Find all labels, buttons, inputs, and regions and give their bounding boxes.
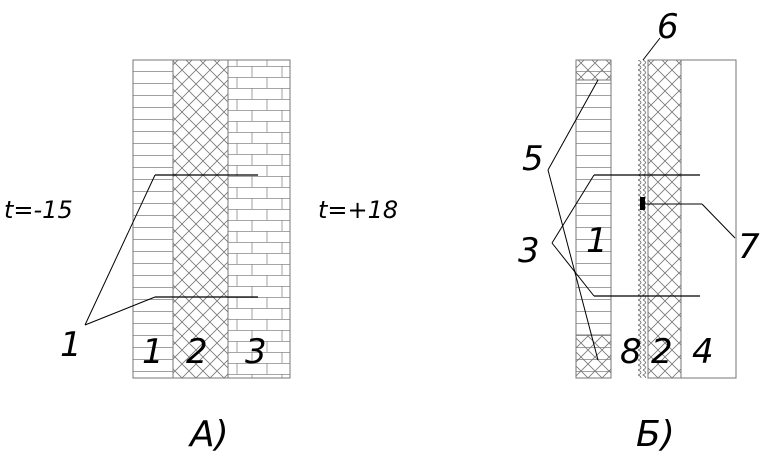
temperature-outside: t=-15	[4, 196, 73, 224]
leader-line	[642, 37, 661, 61]
layer-8-concrete-panel	[575, 59, 612, 379]
label-5: 5	[522, 139, 544, 179]
layer-2-insulation	[172, 59, 229, 379]
caption-a: А)	[188, 414, 229, 455]
layer-1-concrete	[132, 59, 174, 379]
layer-label: 1	[142, 332, 164, 372]
leader-line	[547, 169, 599, 361]
bottom-label: 8	[620, 332, 642, 372]
temperature-inside: t=+18	[318, 196, 398, 224]
label-7: 7	[738, 227, 760, 267]
label-1: 1	[586, 221, 608, 261]
layer-4-inner-wall	[680, 59, 737, 379]
caption-b: Б)	[636, 414, 675, 455]
bottom-label: 4	[692, 332, 714, 372]
leader-line	[551, 242, 595, 297]
label-6: 6	[657, 7, 679, 47]
leader-line	[551, 174, 595, 244]
layer-3-brick	[227, 59, 291, 379]
diagram-a: t=-15 t=+18 1 1 2 3 А)	[4, 59, 398, 455]
layer-2-insulation	[647, 59, 682, 379]
leader-line	[701, 203, 736, 239]
leader-line	[547, 79, 599, 171]
diagram-b: 6 5 3 7 1 8 2 4 Б)	[518, 7, 760, 455]
anchor-element	[640, 197, 645, 210]
label-3: 3	[518, 231, 540, 271]
leader-label: 1	[60, 325, 82, 365]
layer-label: 2	[186, 332, 208, 372]
vapor-barrier-layer	[638, 60, 648, 378]
leader-line	[84, 174, 156, 326]
layer-label: 3	[245, 332, 267, 372]
bottom-label: 2	[651, 332, 673, 372]
leader-line	[84, 296, 156, 326]
layer-5-top-block	[575, 59, 612, 81]
